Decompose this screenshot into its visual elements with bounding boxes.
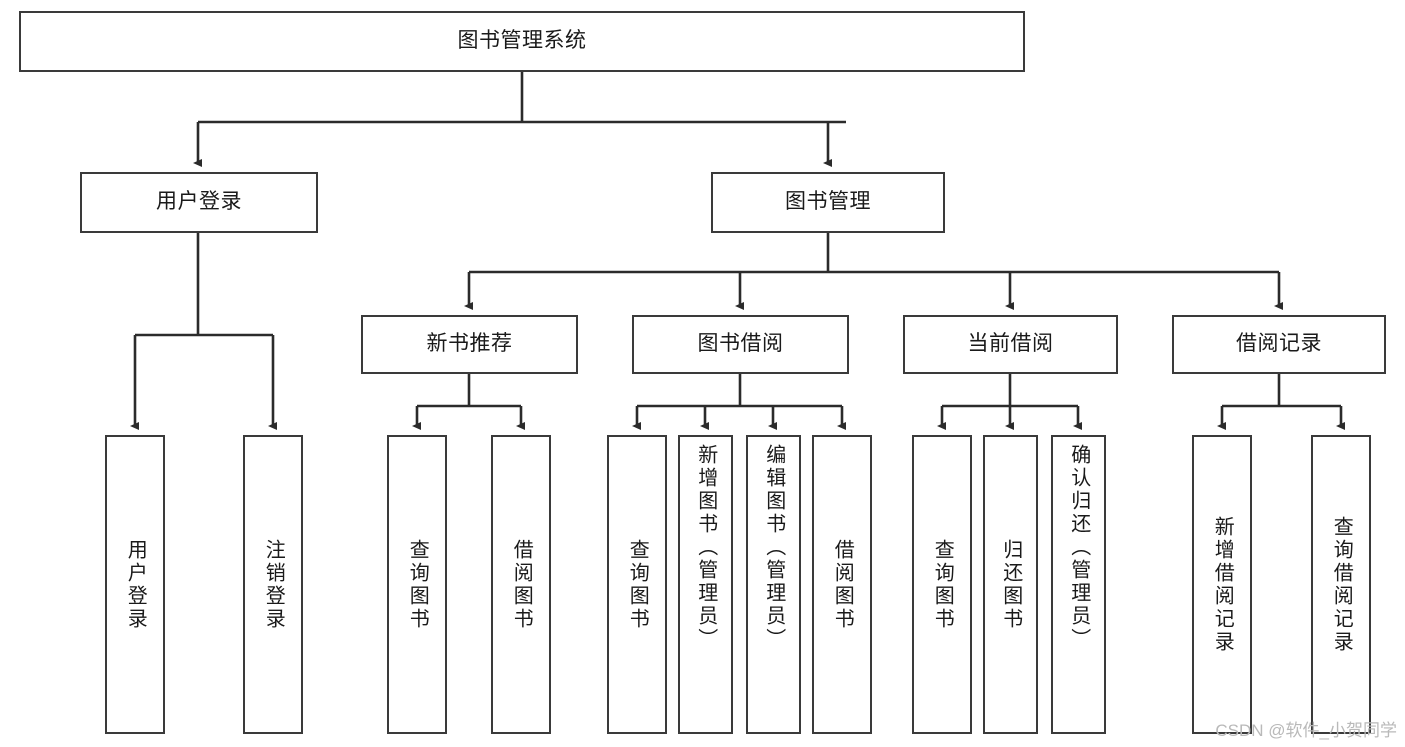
node-label: 新增图书（管理员）	[694, 444, 717, 651]
leaf-current-query-book[interactable]: 查询图书	[912, 435, 972, 734]
leaf-records-add-record[interactable]: 新增借阅记录	[1192, 435, 1252, 734]
node-label: 借阅记录	[1236, 332, 1322, 356]
watermark: CSDN @软件_小贺同学	[1215, 721, 1397, 740]
node-book-management[interactable]: 图书管理	[711, 172, 945, 233]
leaf-recommend-borrow-book[interactable]: 借阅图书	[491, 435, 551, 734]
node-label: 用户登录	[124, 538, 147, 631]
leaf-borrow-borrow-book[interactable]: 借阅图书	[812, 435, 872, 734]
node-current-borrow[interactable]: 当前借阅	[903, 315, 1118, 374]
node-label: 图书管理系统	[457, 29, 587, 53]
node-root-system[interactable]: 图书管理系统	[19, 11, 1025, 72]
node-new-book-recommend[interactable]: 新书推荐	[361, 315, 578, 374]
leaf-user-logout[interactable]: 注销登录	[243, 435, 303, 734]
leaf-recommend-query-book[interactable]: 查询图书	[387, 435, 447, 734]
node-label: 查询图书	[931, 538, 954, 631]
node-label: 新书推荐	[426, 332, 513, 356]
node-label: 当前借阅	[967, 332, 1054, 356]
node-label: 查询图书	[406, 538, 429, 631]
leaf-borrow-query-book[interactable]: 查询图书	[607, 435, 667, 734]
leaf-records-query-record[interactable]: 查询借阅记录	[1311, 435, 1371, 734]
node-user-login[interactable]: 用户登录	[80, 172, 318, 233]
node-label: 借阅图书	[831, 538, 854, 631]
leaf-user-login[interactable]: 用户登录	[105, 435, 165, 734]
node-label: 查询图书	[626, 538, 649, 631]
node-borrow-records[interactable]: 借阅记录	[1172, 315, 1386, 374]
leaf-borrow-edit-book-admin[interactable]: 编辑图书（管理员）	[746, 435, 801, 734]
node-label: 借阅图书	[510, 538, 533, 631]
leaf-borrow-add-book-admin[interactable]: 新增图书（管理员）	[678, 435, 733, 734]
leaf-current-confirm-return-admin[interactable]: 确认归还（管理员）	[1051, 435, 1106, 734]
node-label: 图书借阅	[697, 332, 784, 356]
node-label: 确认归还（管理员）	[1067, 444, 1090, 651]
node-label: 查询借阅记录	[1330, 515, 1353, 654]
node-label: 编辑图书（管理员）	[762, 444, 785, 651]
node-book-borrow[interactable]: 图书借阅	[632, 315, 849, 374]
leaf-current-return-book[interactable]: 归还图书	[983, 435, 1038, 734]
node-label: 新增借阅记录	[1211, 515, 1234, 654]
node-label: 注销登录	[262, 538, 285, 631]
node-label: 用户登录	[156, 190, 242, 214]
node-label: 归还图书	[999, 538, 1022, 631]
node-label: 图书管理	[785, 190, 871, 214]
